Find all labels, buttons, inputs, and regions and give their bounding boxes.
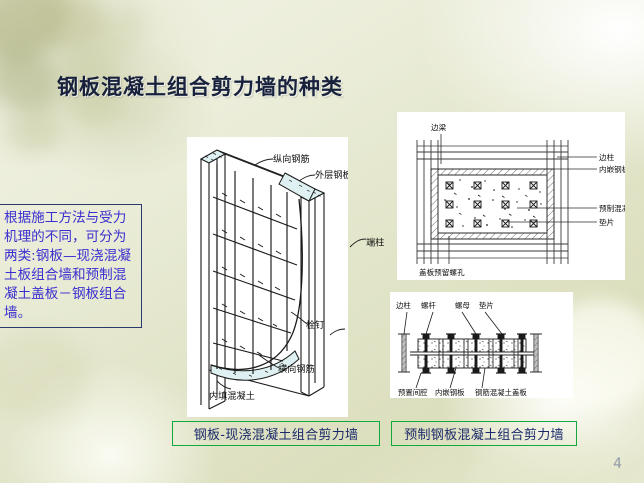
background-leaf-blob bbox=[79, 0, 157, 75]
label-preset-cavity: 预置间腔 bbox=[398, 388, 428, 397]
label-shim: 垫片 bbox=[599, 217, 614, 227]
page-title: 钢板混凝土组合剪力墙的种类 bbox=[57, 74, 343, 99]
background-leaf-blob bbox=[0, 0, 81, 74]
description-textbox: 根据施工方法与受力机理的不同，可分为两类:钢板—现浇混凝土板组合墙和预制混凝土盖… bbox=[0, 204, 142, 328]
diagram-bottom-right-section: 边柱 螺杆 螺母 垫片 预置间腔 内嵌钢板 钢筋混凝土盖板 bbox=[390, 292, 573, 398]
label-edge-beam: 边梁 bbox=[431, 123, 447, 132]
label-cover-plate-bolt-hole: 盖板预留螺孔 bbox=[419, 267, 465, 277]
page-number: 4 bbox=[613, 456, 622, 472]
label-rc-cover-plate: 钢筋混凝土盖板 bbox=[475, 388, 527, 397]
label-shim-section: 垫片 bbox=[479, 301, 494, 310]
background-highlight-blob bbox=[0, 330, 90, 420]
background-highlight-blob bbox=[470, 440, 620, 483]
label-embedded-steel-plate: 内嵌钢板 bbox=[599, 164, 625, 174]
caption-right: 预制钢板混凝土组合剪力墙 bbox=[391, 421, 577, 446]
label-infill-concrete: 内填混凝土 bbox=[209, 390, 255, 402]
caption-left-text: 钢板-现浇混凝土组合剪力墙 bbox=[193, 428, 359, 443]
diagram-main-isometric: 纵向钢筋 外层钢板 栓钉 横向钢筋 内填混凝土 bbox=[187, 137, 348, 417]
label-transverse-rebar: 横向钢筋 bbox=[278, 363, 315, 375]
description-text: 根据施工方法与受力机理的不同，可分为两类:钢板—现浇混凝土板组合墙和预制混凝土盖… bbox=[4, 210, 131, 321]
label-nut: 螺母 bbox=[455, 301, 470, 310]
label-edge-column-section: 边柱 bbox=[396, 301, 411, 310]
caption-left: 钢板-现浇混凝土组合剪力墙 bbox=[172, 421, 380, 446]
label-outer-steel-plate: 外层钢板 bbox=[315, 169, 348, 181]
label-screw-rod: 螺杆 bbox=[421, 301, 436, 310]
background-leaf-blob bbox=[27, 0, 115, 59]
label-edge-column: 边柱 bbox=[599, 152, 615, 162]
label-precast-concrete-slab: 预制混凝土板 bbox=[599, 203, 625, 213]
caption-right-text: 预制钢板混凝土组合剪力墙 bbox=[404, 428, 564, 443]
label-end-column: 端柱 bbox=[366, 237, 384, 249]
label-end-column-group: 端柱 bbox=[349, 237, 384, 249]
label-stud: 栓钉 bbox=[306, 319, 324, 331]
diagram-top-right-elevation: 边梁 边柱 内嵌钢板 预制混凝土板 垫片 盖板预留螺孔 bbox=[397, 112, 625, 280]
label-longitudinal-rebar: 纵向钢筋 bbox=[273, 153, 310, 165]
background-leaf-blob bbox=[8, 110, 60, 154]
label-embedded-steel-plate-section: 内嵌钢板 bbox=[435, 388, 465, 397]
